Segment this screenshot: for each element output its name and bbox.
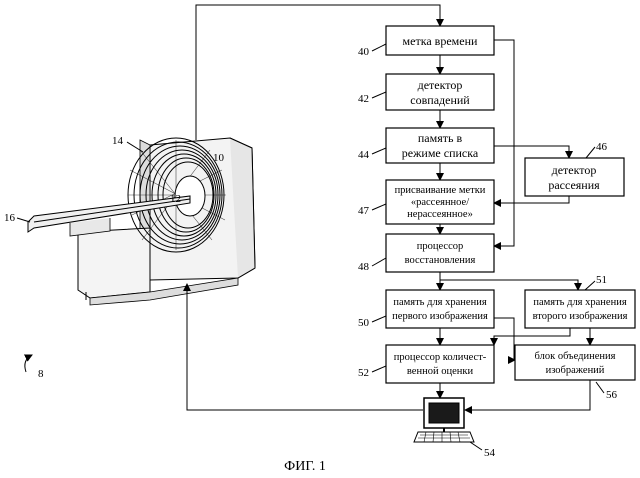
svg-text:память в: память в (418, 131, 463, 145)
svg-text:восстановления: восстановления (405, 255, 476, 266)
svg-text:нерассеянное»: нерассеянное» (407, 209, 473, 220)
svg-text:детектор: детектор (418, 78, 463, 92)
workstation-monitor-icon (414, 398, 474, 442)
box-40-text: метка времени (403, 34, 478, 48)
ref-16: 16 (4, 212, 16, 224)
box-quantification-processor: процессор количест- венной оценки (386, 345, 494, 383)
svg-text:процессор количест-: процессор количест- (394, 352, 487, 363)
ref-52: 52 (358, 367, 369, 379)
ref-8: 8 (38, 368, 44, 380)
svg-text:венной оценки: венной оценки (407, 366, 474, 377)
ref-50: 50 (358, 317, 370, 329)
svg-text:детектор: детектор (552, 163, 597, 177)
svg-text:блок объединения: блок объединения (535, 351, 616, 362)
ref-10: 10 (213, 152, 225, 164)
ref-56: 56 (606, 389, 618, 401)
svg-text:память для хранения: память для хранения (533, 297, 626, 308)
box-first-image-memory: память для хранения первого изображения (386, 290, 494, 328)
ref-12: 12 (170, 193, 181, 205)
ref-47: 47 (358, 205, 370, 217)
box-time-stamp: метка времени (386, 26, 494, 55)
ref-42: 42 (358, 93, 369, 105)
ct-scanner-illustration: 14 10 12 16 8 (4, 135, 255, 380)
box-scatter-detector: детектор рассеяния (525, 158, 624, 196)
svg-text:процессор: процессор (417, 241, 463, 252)
svg-text:«рассеянное/: «рассеянное/ (411, 197, 469, 208)
box-second-image-memory: память для хранения второго изображения (525, 290, 635, 328)
box-image-combiner: блок объединения изображений (515, 345, 635, 380)
box-reconstruction-processor: процессор восстановления (386, 234, 494, 272)
svg-text:изображений: изображений (546, 365, 605, 376)
ref-44: 44 (358, 149, 370, 161)
ref-40: 40 (358, 46, 370, 58)
ref-51: 51 (596, 274, 607, 286)
svg-text:память для хранения: память для хранения (393, 297, 486, 308)
svg-text:рассеяния: рассеяния (548, 178, 600, 192)
ref-48: 48 (358, 261, 370, 273)
svg-text:совпадений: совпадений (410, 93, 470, 107)
svg-text:присваивание метки: присваивание метки (395, 185, 486, 196)
svg-text:первого изображения: первого изображения (392, 311, 488, 322)
figure-caption: ФИГ. 1 (284, 459, 326, 474)
box-list-mode-memory: память в режиме списка (386, 128, 494, 163)
ref-46: 46 (596, 141, 608, 153)
svg-text:режиме списка: режиме списка (402, 146, 479, 160)
box-label-assignment: присваивание метки «рассеянное/ нерассея… (386, 180, 494, 224)
ref-54: 54 (484, 447, 496, 459)
box-coincidence-detector: детектор совпадений (386, 74, 494, 110)
svg-text:второго изображения: второго изображения (533, 311, 628, 322)
ref-14: 14 (112, 135, 124, 147)
